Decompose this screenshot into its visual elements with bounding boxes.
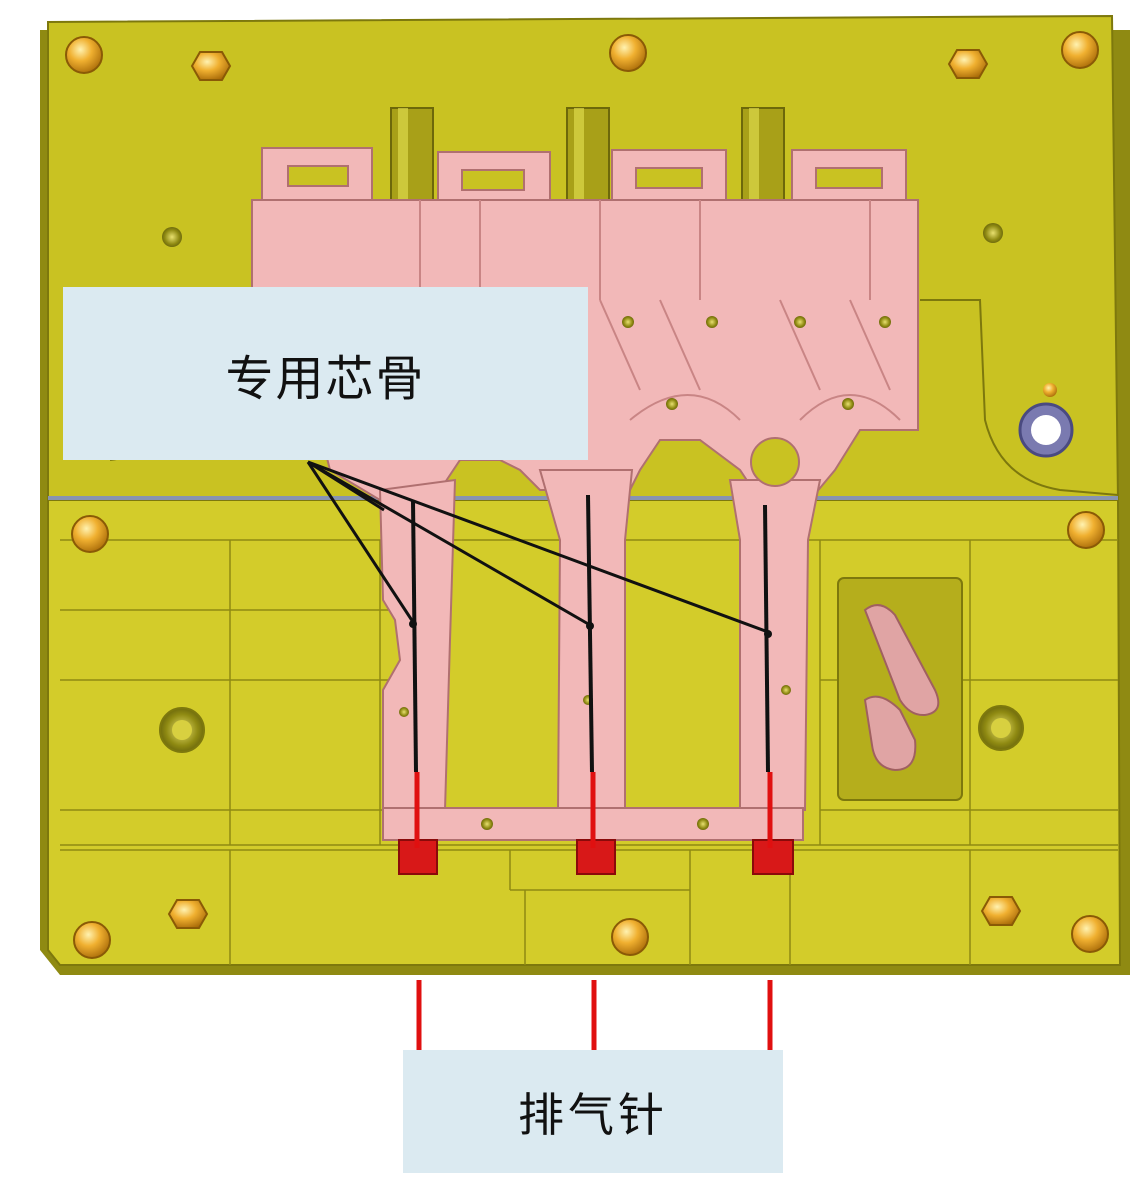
core-pins — [411, 494, 770, 773]
vent-pin-blocks — [398, 839, 794, 875]
leader-points — [409, 620, 772, 638]
core-callout-label: 专用芯骨 — [63, 287, 588, 460]
vent-pin-callout-label: 排气针 — [403, 1050, 783, 1173]
bolts — [65, 31, 1109, 959]
vent-pins — [414, 772, 773, 1052]
core-leader-lines — [306, 460, 769, 634]
